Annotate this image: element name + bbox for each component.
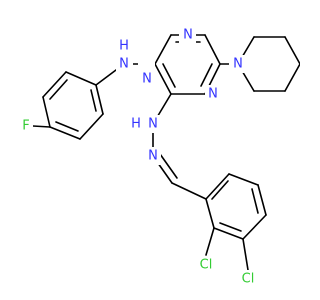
molecule-diagram: N H F N N N N N H N Cl Cl <box>18 26 300 288</box>
bond <box>205 173 230 200</box>
triazine-nitrogen-left: N <box>142 72 152 87</box>
bond <box>251 188 259 214</box>
bond <box>211 180 229 200</box>
chlorine-label-1: Cl <box>200 258 213 273</box>
triazine-nitrogen-right: N <box>208 87 218 102</box>
bond <box>162 63 176 88</box>
bond <box>154 63 172 95</box>
fluorine-label: F <box>22 119 29 134</box>
amine-hydrogen-label: H <box>119 39 129 54</box>
bond <box>219 222 242 232</box>
chlorine-label-2: Cl <box>242 272 255 287</box>
bond <box>154 34 172 65</box>
bond <box>257 184 267 216</box>
atom-labels: N H F N N N N N H N Cl Cl <box>18 26 258 288</box>
piperidine-nitrogen-label: N <box>233 57 243 72</box>
bonds <box>32 34 300 271</box>
hydrazone-imine-nitrogen: N <box>148 149 158 164</box>
structure-drawing: N H F N N N N N H N Cl Cl <box>18 26 300 288</box>
bond <box>205 227 215 256</box>
bond <box>32 125 51 128</box>
bond <box>284 36 300 65</box>
bond <box>49 126 81 140</box>
bond <box>205 198 215 229</box>
bond <box>79 113 104 140</box>
bond <box>204 34 221 65</box>
bond <box>159 153 178 179</box>
amine-nitrogen-label: N <box>119 57 129 72</box>
bond <box>49 79 68 100</box>
bond <box>242 214 267 240</box>
bond <box>171 182 207 200</box>
bond <box>65 71 97 86</box>
bond <box>90 89 97 112</box>
hydrazone-nh-nitrogen: N <box>148 117 158 132</box>
bond <box>242 238 249 271</box>
bond <box>95 84 104 115</box>
bond <box>284 63 300 92</box>
triazine-nitrogen-upper: N <box>183 28 193 43</box>
bond <box>42 96 51 128</box>
hydrazone-hydrogen: H <box>131 117 141 132</box>
bond <box>55 121 79 132</box>
bond <box>200 63 213 87</box>
bond <box>213 227 244 240</box>
bond <box>42 71 67 98</box>
bond <box>228 173 259 186</box>
